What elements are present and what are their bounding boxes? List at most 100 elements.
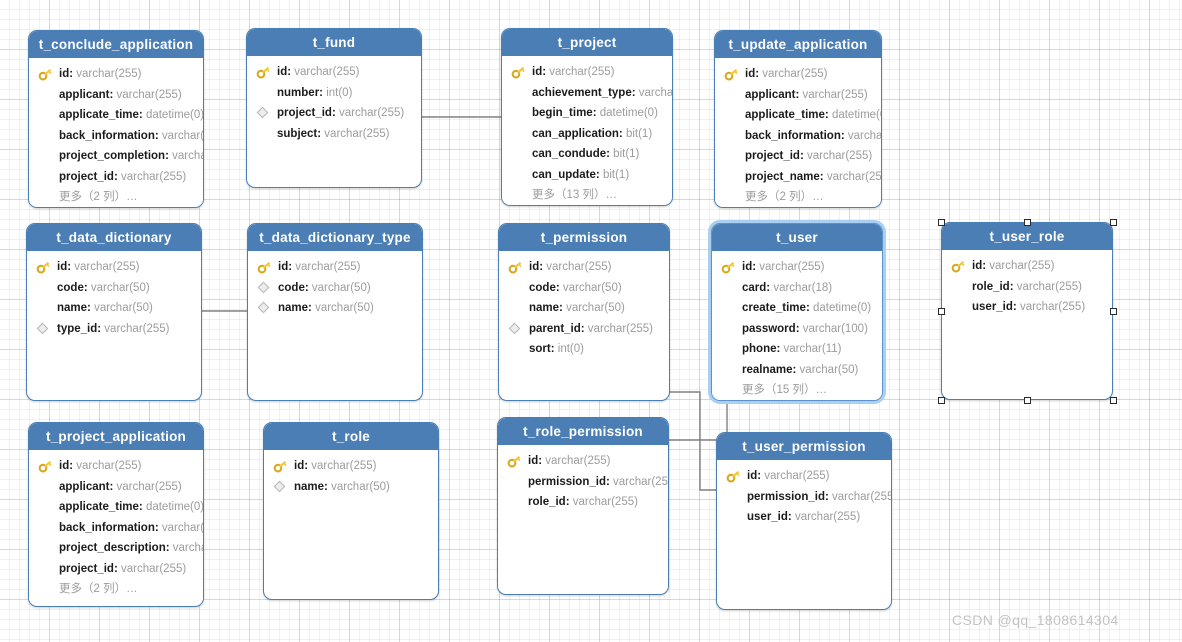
attribute-row[interactable]: id: varchar(255) bbox=[942, 256, 1112, 277]
attribute-row[interactable]: phone: varchar(11) bbox=[712, 339, 882, 360]
attribute-row[interactable]: can_update: bit(1) bbox=[502, 165, 672, 186]
attribute-row[interactable]: code: varchar(50) bbox=[27, 278, 201, 299]
resize-handle-sw[interactable] bbox=[937, 396, 945, 404]
attribute-row[interactable]: code: varchar(50) bbox=[248, 278, 422, 299]
attribute-separator: : bbox=[165, 150, 173, 162]
attribute-row[interactable]: project_description: varcha... bbox=[29, 538, 203, 559]
more-columns-label[interactable]: 更多（15 列）… bbox=[742, 384, 827, 396]
attribute-row[interactable]: id: varchar(255) bbox=[499, 257, 669, 278]
attribute-row[interactable]: parent_id: varchar(255) bbox=[499, 319, 669, 340]
attribute-row[interactable]: name: varchar(50) bbox=[499, 298, 669, 319]
more-columns-label[interactable]: 更多（2 列）… bbox=[59, 583, 138, 595]
attribute-type: varchar(255) bbox=[545, 455, 611, 467]
attribute-row[interactable]: applicant: varchar(255) bbox=[29, 85, 203, 106]
resize-handle-nw[interactable] bbox=[937, 218, 945, 226]
attribute-row[interactable]: project_id: varchar(255) bbox=[29, 167, 203, 188]
attribute-row[interactable]: id: varchar(255) bbox=[712, 257, 882, 278]
attribute-row[interactable]: project_name: varchar(255) bbox=[715, 167, 881, 188]
attribute-name: name bbox=[57, 302, 88, 314]
resize-handle-e[interactable] bbox=[1109, 307, 1117, 315]
more-columns-label[interactable]: 更多（2 列）… bbox=[745, 191, 824, 203]
attribute-separator: : bbox=[618, 127, 626, 140]
attribute-row[interactable]: id: varchar(255) bbox=[264, 456, 438, 477]
attribute-row[interactable]: id: varchar(255) bbox=[715, 64, 881, 85]
attribute-name: project_name bbox=[745, 170, 820, 183]
more-columns-label[interactable]: 更多（13 列）… bbox=[532, 189, 617, 201]
attribute-row[interactable]: applicate_time: datetime(0) bbox=[29, 497, 203, 518]
attribute-row[interactable]: back_information: varchar(... bbox=[29, 518, 203, 539]
foreign-key-icon bbox=[36, 319, 52, 340]
attribute-row[interactable]: number: int(0) bbox=[247, 83, 421, 104]
attribute-separator: : bbox=[631, 86, 639, 99]
attribute-row[interactable]: id: varchar(255) bbox=[502, 62, 672, 83]
attribute-separator: : bbox=[165, 542, 173, 554]
attribute-row[interactable]: create_time: datetime(0) bbox=[712, 298, 882, 319]
attribute-row[interactable]: permission_id: varchar(255) bbox=[498, 472, 668, 493]
attribute-name: id bbox=[528, 455, 539, 467]
attribute-row[interactable]: project_id: varchar(255) bbox=[715, 146, 881, 167]
attribute-row[interactable]: achievement_type: varchar... bbox=[502, 83, 672, 104]
attribute-row[interactable]: subject: varchar(255) bbox=[247, 124, 421, 145]
attribute-separator: : bbox=[555, 281, 563, 294]
attribute-name: project_id bbox=[59, 562, 114, 575]
attribute-row[interactable]: permission_id: varchar(255) bbox=[717, 487, 891, 508]
attribute-row[interactable]: project_id: varchar(255) bbox=[247, 103, 421, 124]
attribute-row[interactable]: project_id: varchar(255) bbox=[29, 559, 203, 580]
attribute-row[interactable]: role_id: varchar(255) bbox=[942, 277, 1112, 298]
attribute-row[interactable]: applicant: varchar(255) bbox=[715, 85, 881, 106]
attribute-row[interactable]: can_application: bit(1) bbox=[502, 124, 672, 145]
attribute-row[interactable]: id: varchar(255) bbox=[248, 257, 422, 278]
attribute-row[interactable]: sort: int(0) bbox=[499, 339, 669, 360]
resize-handle-s[interactable] bbox=[1023, 396, 1031, 404]
attribute-row[interactable]: id: varchar(255) bbox=[27, 257, 201, 278]
resize-handle-n[interactable] bbox=[1023, 218, 1031, 226]
attribute-row[interactable]: project_completion: varcha... bbox=[29, 146, 203, 167]
attribute-row[interactable]: id: varchar(255) bbox=[29, 456, 203, 477]
attribute-type: varchar(... bbox=[161, 521, 203, 534]
attribute-row[interactable]: back_information: varchar(... bbox=[29, 126, 203, 147]
attribute-name: back_information bbox=[59, 521, 155, 534]
attribute-row[interactable]: name: varchar(50) bbox=[27, 298, 201, 319]
attribute-row[interactable]: id: varchar(255) bbox=[247, 62, 421, 83]
attribute-row[interactable]: code: varchar(50) bbox=[499, 278, 669, 299]
attribute-row[interactable]: applicate_time: datetime(0) bbox=[715, 105, 881, 126]
attribute-row[interactable]: applicant: varchar(255) bbox=[29, 477, 203, 498]
attribute-name: project_description bbox=[59, 542, 166, 554]
attribute-row[interactable]: user_id: varchar(255) bbox=[717, 507, 891, 528]
attribute-row[interactable]: applicate_time: datetime(0) bbox=[29, 105, 203, 126]
attribute-row[interactable]: id: varchar(255) bbox=[498, 451, 668, 472]
attribute-row[interactable]: back_information: varchar(... bbox=[715, 126, 881, 147]
resize-handle-ne[interactable] bbox=[1109, 218, 1117, 226]
attribute-row[interactable]: password: varchar(100) bbox=[712, 319, 882, 340]
attribute-row[interactable]: id: varchar(255) bbox=[29, 64, 203, 85]
attribute-row[interactable]: realname: varchar(50) bbox=[712, 360, 882, 381]
attribute-row[interactable]: user_id: varchar(255) bbox=[942, 297, 1112, 318]
attribute-row[interactable]: card: varchar(18) bbox=[712, 278, 882, 299]
attribute-row[interactable]: name: varchar(50) bbox=[264, 477, 438, 498]
attribute-row[interactable]: id: varchar(255) bbox=[717, 466, 891, 487]
attribute-separator: : bbox=[1009, 280, 1017, 293]
attribute-row[interactable]: can_condude: bit(1) bbox=[502, 144, 672, 165]
attribute-type: varchar(255) bbox=[613, 475, 668, 488]
resize-handle-w[interactable] bbox=[937, 307, 945, 315]
attribute-row[interactable]: role_id: varchar(255) bbox=[498, 492, 668, 513]
more-columns-label[interactable]: 更多（2 列）… bbox=[59, 191, 138, 203]
attribute-row[interactable]: type_id: varchar(255) bbox=[27, 319, 201, 340]
attribute-row[interactable]: name: varchar(50) bbox=[248, 298, 422, 319]
attribute-row[interactable]: begin_time: datetime(0) bbox=[502, 103, 672, 124]
resize-handle-se[interactable] bbox=[1109, 396, 1117, 404]
attribute-type: varchar(255) bbox=[762, 68, 828, 80]
